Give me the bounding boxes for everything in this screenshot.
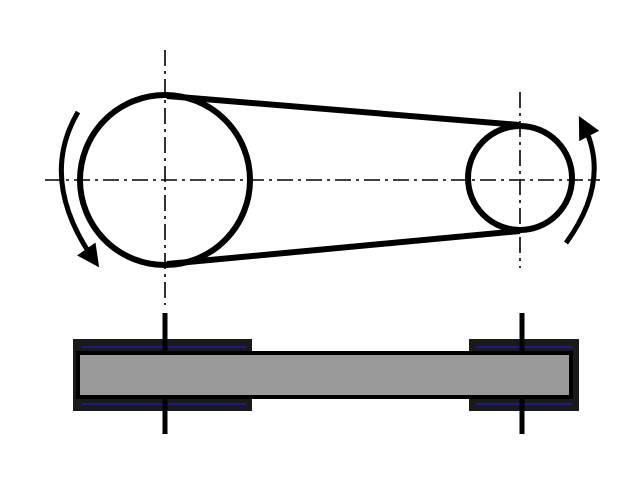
belt-upper-span (166, 93, 521, 128)
belt-side-section (76, 351, 573, 399)
front-view (45, 50, 600, 305)
curved-arrow-icon (563, 116, 600, 245)
belt-lower-span (166, 228, 521, 267)
curved-arrow-icon (58, 110, 100, 268)
large-pulley (77, 92, 253, 268)
side-view (73, 313, 579, 434)
small-pulley (465, 123, 575, 233)
